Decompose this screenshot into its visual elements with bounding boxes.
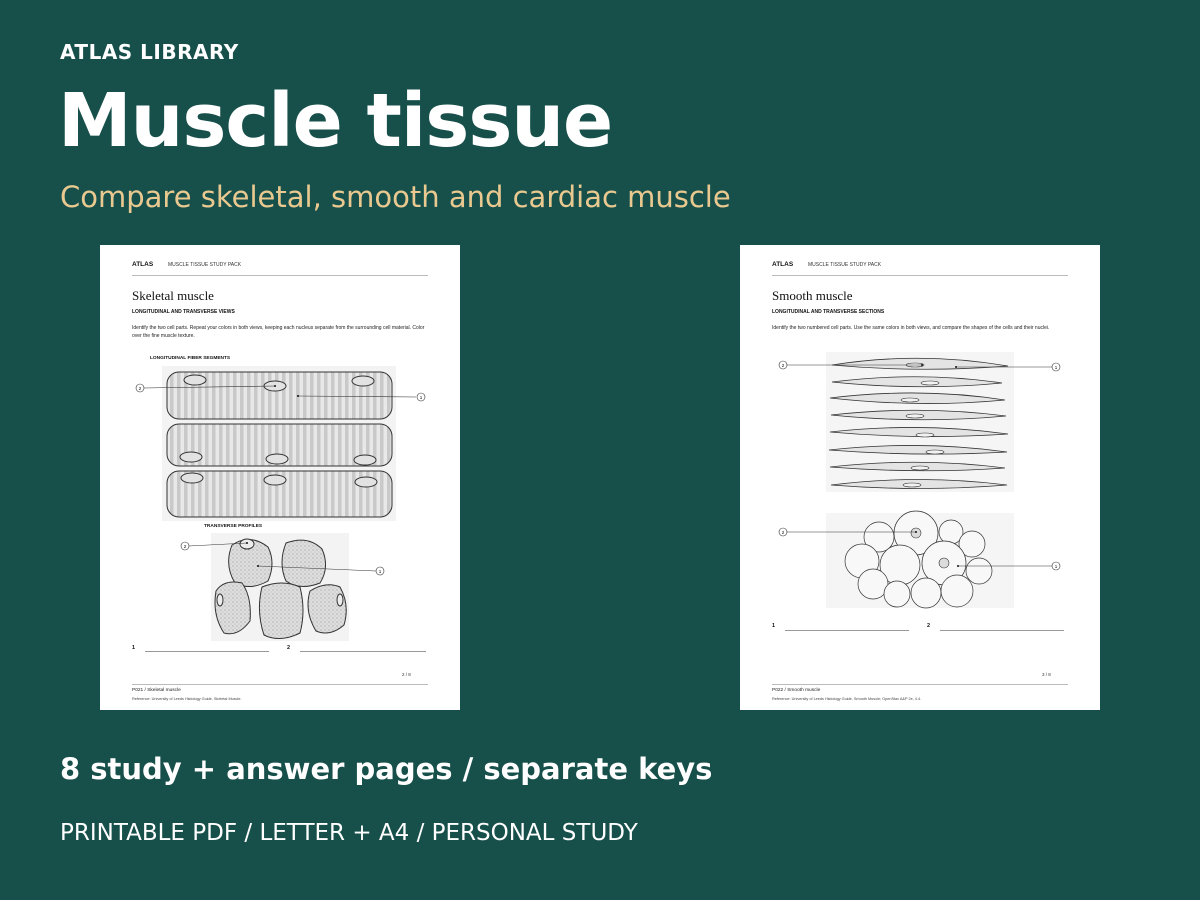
callout-1: 1 (1055, 564, 1058, 569)
answer-line-1[interactable] (145, 651, 269, 652)
answer-number-1: 1 (132, 645, 136, 651)
sheet-instructions: Identify the two numbered cell parts. Us… (772, 325, 1050, 331)
answer-line-1[interactable] (785, 630, 909, 631)
brand-label: ATLAS LIBRARY (60, 40, 239, 64)
footer-reference: Reference: University of Leeds Histology… (132, 697, 242, 701)
page-pack-name: MUSCLE TISSUE STUDY PACK (168, 262, 242, 268)
answer-line-2[interactable] (940, 630, 1064, 631)
footer-divider (772, 684, 1068, 685)
sheet-title: Smooth muscle (772, 288, 853, 303)
answer-number-2: 2 (287, 645, 291, 651)
preview-page-skeletal: ATLAS MUSCLE TISSUE STUDY PACK Skeletal … (100, 245, 460, 710)
callout-2: 2 (782, 530, 785, 535)
callout-1: 1 (1055, 365, 1058, 370)
footer-code: P021 / Skeletal muscle (132, 688, 181, 693)
footer-code: P022 / Smooth muscle (772, 688, 821, 693)
callout-1: 1 (420, 395, 423, 400)
page-pack-name: MUSCLE TISSUE STUDY PACK (808, 262, 882, 268)
page-brand: ATLAS (772, 261, 794, 268)
answer-number-2: 2 (927, 623, 931, 629)
page-subtitle: Compare skeletal, smooth and cardiac mus… (60, 180, 731, 214)
footer-reference: Reference: University of Leeds Histology… (772, 697, 922, 701)
sheet-subtitle: LONGITUDINAL AND TRANSVERSE VIEWS (132, 309, 235, 315)
callout-2: 2 (139, 386, 142, 391)
footer-divider (132, 684, 428, 685)
answer-line-2[interactable] (300, 651, 426, 652)
smooth-muscle-illustration: 2 1 2 1 (778, 352, 1061, 609)
sheet-instructions: Identify the two cell parts. Repeat your… (132, 325, 425, 339)
preview-page-smooth: ATLAS MUSCLE TISSUE STUDY PACK Smooth mu… (740, 245, 1100, 710)
page-number: 3 / 8 (1042, 672, 1051, 677)
sheet-title: Skeletal muscle (132, 288, 214, 303)
answer-number-1: 1 (772, 623, 776, 629)
page-title: Muscle tissue (58, 78, 613, 164)
page-brand: ATLAS (132, 261, 154, 268)
page-number: 2 / 8 (402, 672, 411, 677)
label-transverse: TRANSVERSE PROFILES (204, 524, 263, 529)
page-header: ATLAS MUSCLE TISSUE STUDY PACK (772, 261, 1068, 276)
label-longitudinal: LONGITUDINAL FIBER SEGMENTS (150, 356, 231, 361)
format-info: PRINTABLE PDF / LETTER + A4 / PERSONAL S… (60, 820, 638, 846)
pack-tagline: 8 study + answer pages / separate keys (60, 752, 713, 786)
callout-2: 2 (184, 544, 187, 549)
callout-1: 1 (379, 569, 382, 574)
skeletal-muscle-illustration: 2 1 2 1 (135, 366, 426, 641)
callout-2: 2 (782, 363, 785, 368)
sheet-subtitle: LONGITUDINAL AND TRANSVERSE SECTIONS (772, 309, 885, 315)
page-header: ATLAS MUSCLE TISSUE STUDY PACK (132, 261, 428, 276)
